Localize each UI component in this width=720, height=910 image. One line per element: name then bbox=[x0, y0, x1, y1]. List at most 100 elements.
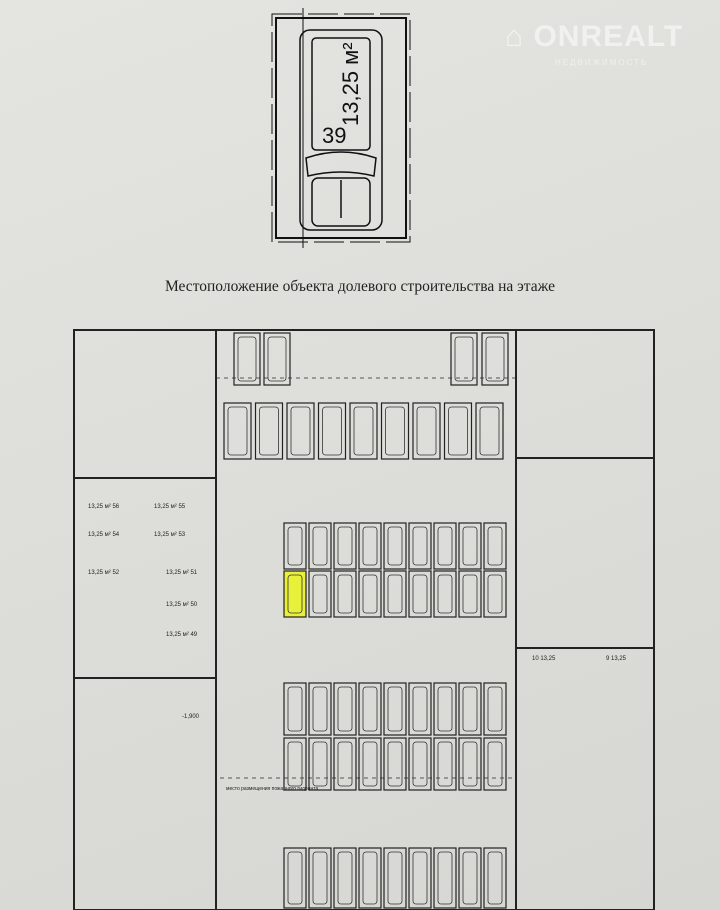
parking-spot bbox=[481, 332, 509, 386]
car-icon bbox=[290, 406, 311, 456]
parking-spot bbox=[283, 522, 307, 570]
parking-spot bbox=[433, 682, 457, 736]
parking-spot bbox=[254, 402, 284, 460]
car-icon bbox=[267, 336, 287, 382]
car-icon bbox=[448, 406, 468, 456]
car-icon bbox=[387, 851, 403, 905]
car-icon bbox=[337, 574, 353, 614]
car-icon bbox=[312, 741, 328, 787]
car-icon bbox=[462, 851, 478, 905]
car-icon bbox=[416, 406, 437, 456]
parking-spot bbox=[412, 402, 441, 460]
car-icon bbox=[312, 686, 328, 732]
left-label: 13,25 м² 55 bbox=[154, 504, 186, 510]
car-icon bbox=[487, 851, 503, 905]
left-label: 13,25 м² 51 bbox=[166, 570, 198, 576]
car-icon bbox=[412, 526, 428, 566]
spot-number: 39 bbox=[322, 123, 346, 148]
floor-plan: 13,25 м² 56 13,25 м² 55 13,25 м² 54 13,2… bbox=[73, 329, 655, 910]
parking-spot-detail: 13,25 м² 39 bbox=[271, 8, 411, 248]
parking-spot bbox=[333, 570, 357, 618]
parking-spot bbox=[358, 737, 382, 791]
parking-spot bbox=[483, 570, 507, 618]
highlighted-parking-spot bbox=[283, 570, 307, 618]
parking-spot bbox=[433, 737, 457, 791]
car-icon bbox=[387, 526, 403, 566]
parking-spot bbox=[333, 737, 357, 791]
parking-spot bbox=[380, 402, 410, 460]
parking-spot bbox=[286, 402, 315, 460]
parking-spot bbox=[433, 570, 457, 618]
parking-spot bbox=[308, 570, 332, 618]
plan-caption: Местоположение объекта долевого строител… bbox=[164, 278, 556, 295]
left-label: 13,25 м² 52 bbox=[88, 570, 120, 576]
car-icon bbox=[462, 574, 478, 614]
car-icon bbox=[412, 686, 428, 732]
parking-spot bbox=[283, 847, 307, 909]
parking-spot bbox=[383, 737, 407, 791]
parking-spot bbox=[408, 522, 432, 570]
car-icon bbox=[237, 336, 257, 382]
parking-spot bbox=[433, 847, 457, 909]
parking-spot bbox=[358, 570, 382, 618]
car-icon bbox=[437, 851, 453, 905]
parking-spot bbox=[458, 682, 482, 736]
parking-spot bbox=[333, 522, 357, 570]
parking-spot bbox=[408, 570, 432, 618]
car-icon bbox=[287, 851, 303, 905]
parking-spot bbox=[483, 522, 507, 570]
spot-area: 13,25 м² bbox=[338, 42, 363, 126]
parking-spot bbox=[450, 332, 478, 386]
left-label: 13,25 м² 49 bbox=[166, 632, 198, 638]
car-icon bbox=[287, 526, 303, 566]
car-icon bbox=[312, 574, 328, 614]
parking-spot bbox=[383, 847, 407, 909]
left-label: 13,25 м² 53 bbox=[154, 532, 186, 538]
car-icon bbox=[487, 741, 503, 787]
parking-spot bbox=[308, 737, 332, 791]
parking-spot bbox=[443, 402, 473, 460]
parking-spot bbox=[358, 847, 382, 909]
watermark-tagline: НЕДВИЖИМОСТЬ bbox=[555, 58, 649, 67]
car-icon bbox=[312, 526, 328, 566]
parking-spot bbox=[263, 332, 291, 386]
car-icon bbox=[387, 574, 403, 614]
car-icon bbox=[412, 741, 428, 787]
car-icon bbox=[362, 741, 378, 787]
watermark-logo: ⌂ ONREALT bbox=[505, 20, 684, 53]
car-icon bbox=[287, 686, 303, 732]
car-icon bbox=[322, 406, 342, 456]
parking-spot bbox=[458, 847, 482, 909]
car-icon bbox=[259, 406, 279, 456]
car-icon bbox=[387, 741, 403, 787]
parking-spot bbox=[358, 682, 382, 736]
parking-spot bbox=[433, 522, 457, 570]
parking-spot bbox=[383, 570, 407, 618]
parking-spot bbox=[308, 522, 332, 570]
car-icon bbox=[312, 851, 328, 905]
parking-spot bbox=[333, 682, 357, 736]
right-label: 9 13,25 bbox=[606, 656, 627, 662]
car-icon bbox=[487, 526, 503, 566]
parking-spot bbox=[458, 522, 482, 570]
parking-spot bbox=[458, 737, 482, 791]
car-icon bbox=[362, 851, 378, 905]
car-icon bbox=[462, 526, 478, 566]
car-icon bbox=[385, 406, 405, 456]
car-icon bbox=[362, 574, 378, 614]
parking-spot bbox=[223, 402, 252, 460]
parking-spot bbox=[475, 402, 504, 460]
car-icon bbox=[299, 29, 383, 231]
left-label: 13,25 м² 54 bbox=[88, 532, 120, 538]
car-icon bbox=[287, 741, 303, 787]
parking-spot bbox=[233, 332, 261, 386]
car-icon bbox=[412, 574, 428, 614]
parking-spot bbox=[408, 737, 432, 791]
right-label: 10 13,25 bbox=[532, 656, 556, 662]
car-icon bbox=[287, 574, 303, 614]
parking-spot bbox=[308, 847, 332, 909]
parking-spot bbox=[283, 737, 307, 791]
parking-spot bbox=[483, 737, 507, 791]
car-icon bbox=[227, 406, 248, 456]
left-label: 13,25 м² 56 bbox=[88, 504, 120, 510]
